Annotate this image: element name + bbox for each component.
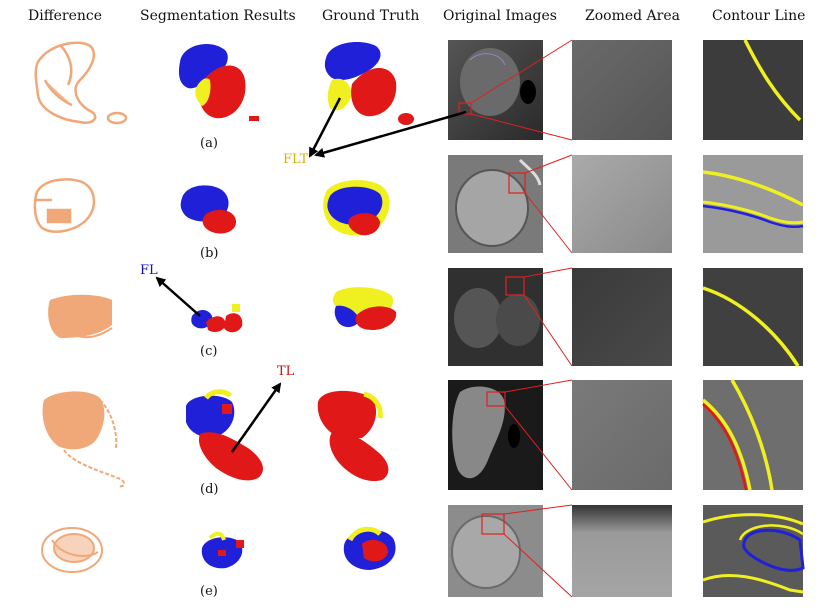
zoom-connector-c-top	[523, 267, 573, 278]
difference-a	[34, 41, 128, 125]
arrow-flt-from-ground-truth	[308, 97, 342, 158]
header-ground-truth: Ground Truth	[322, 8, 420, 24]
header-difference: Difference	[28, 8, 103, 24]
original-image-c	[448, 268, 543, 366]
label-tl: TL	[277, 364, 295, 379]
caption-b: (b)	[200, 246, 219, 261]
caption-a: (a)	[200, 136, 218, 151]
contour-line-d	[701, 379, 803, 491]
ground-truth-b	[323, 180, 390, 236]
difference-d	[42, 391, 125, 488]
difference-e	[41, 527, 103, 573]
label-fl: FL	[140, 263, 158, 278]
caption-c: (c)	[200, 344, 218, 359]
row-e	[41, 504, 805, 598]
zoom-connector-e-bottom	[503, 533, 573, 598]
segmentation-d	[186, 389, 263, 481]
row-d	[42, 379, 803, 491]
arrow-tl	[230, 382, 282, 453]
zoomed-area-d	[572, 380, 672, 490]
zoom-connector-e-top	[503, 504, 573, 515]
original-image-d	[448, 380, 543, 490]
difference-c	[48, 294, 113, 339]
row-b	[33, 154, 804, 254]
zoomed-area-a	[572, 40, 672, 140]
caption-e: (e)	[200, 584, 218, 599]
arrow-fl	[155, 276, 201, 317]
zoom-connector-d-top	[504, 379, 573, 393]
caption-d: (d)	[200, 482, 219, 497]
zoom-connector-b-bottom	[524, 192, 573, 254]
zoom-connector-c-bottom	[523, 294, 573, 367]
segmentation-a	[178, 43, 259, 121]
zoomed-area-e	[572, 505, 672, 597]
contour-line-b	[702, 155, 804, 253]
original-image-b	[448, 155, 543, 253]
header-original-images: Original Images	[443, 8, 557, 24]
ground-truth-d	[317, 390, 389, 482]
contour-line-e	[702, 505, 805, 597]
zoomed-area-c	[572, 268, 672, 366]
ground-truth-e	[343, 526, 396, 570]
ground-truth-c	[332, 287, 397, 330]
label-flt: FLT	[283, 152, 309, 167]
segmentation-c	[191, 304, 243, 333]
row-a	[34, 39, 803, 141]
segmentation-b	[180, 185, 236, 234]
segmentation-e	[201, 531, 244, 569]
contour-line-c	[702, 268, 803, 367]
zoom-connector-d-bottom	[504, 405, 573, 491]
zoom-connector-a-bottom	[470, 113, 573, 141]
zoom-connector-b-top	[524, 154, 573, 174]
header-contour-line: Contour Line	[712, 8, 806, 24]
ground-truth-a	[324, 42, 414, 125]
header-segmentation-results: Segmentation Results	[140, 8, 296, 24]
header-zoomed-area: Zoomed Area	[585, 8, 680, 24]
original-image-a	[448, 40, 543, 140]
difference-b	[33, 178, 96, 233]
arrow-flt-from-original	[314, 110, 467, 158]
zoom-connector-a-top	[470, 39, 573, 104]
zoomed-area-b	[572, 155, 672, 253]
contour-line-a	[703, 39, 803, 140]
original-image-e	[448, 505, 543, 597]
row-c	[48, 267, 803, 367]
